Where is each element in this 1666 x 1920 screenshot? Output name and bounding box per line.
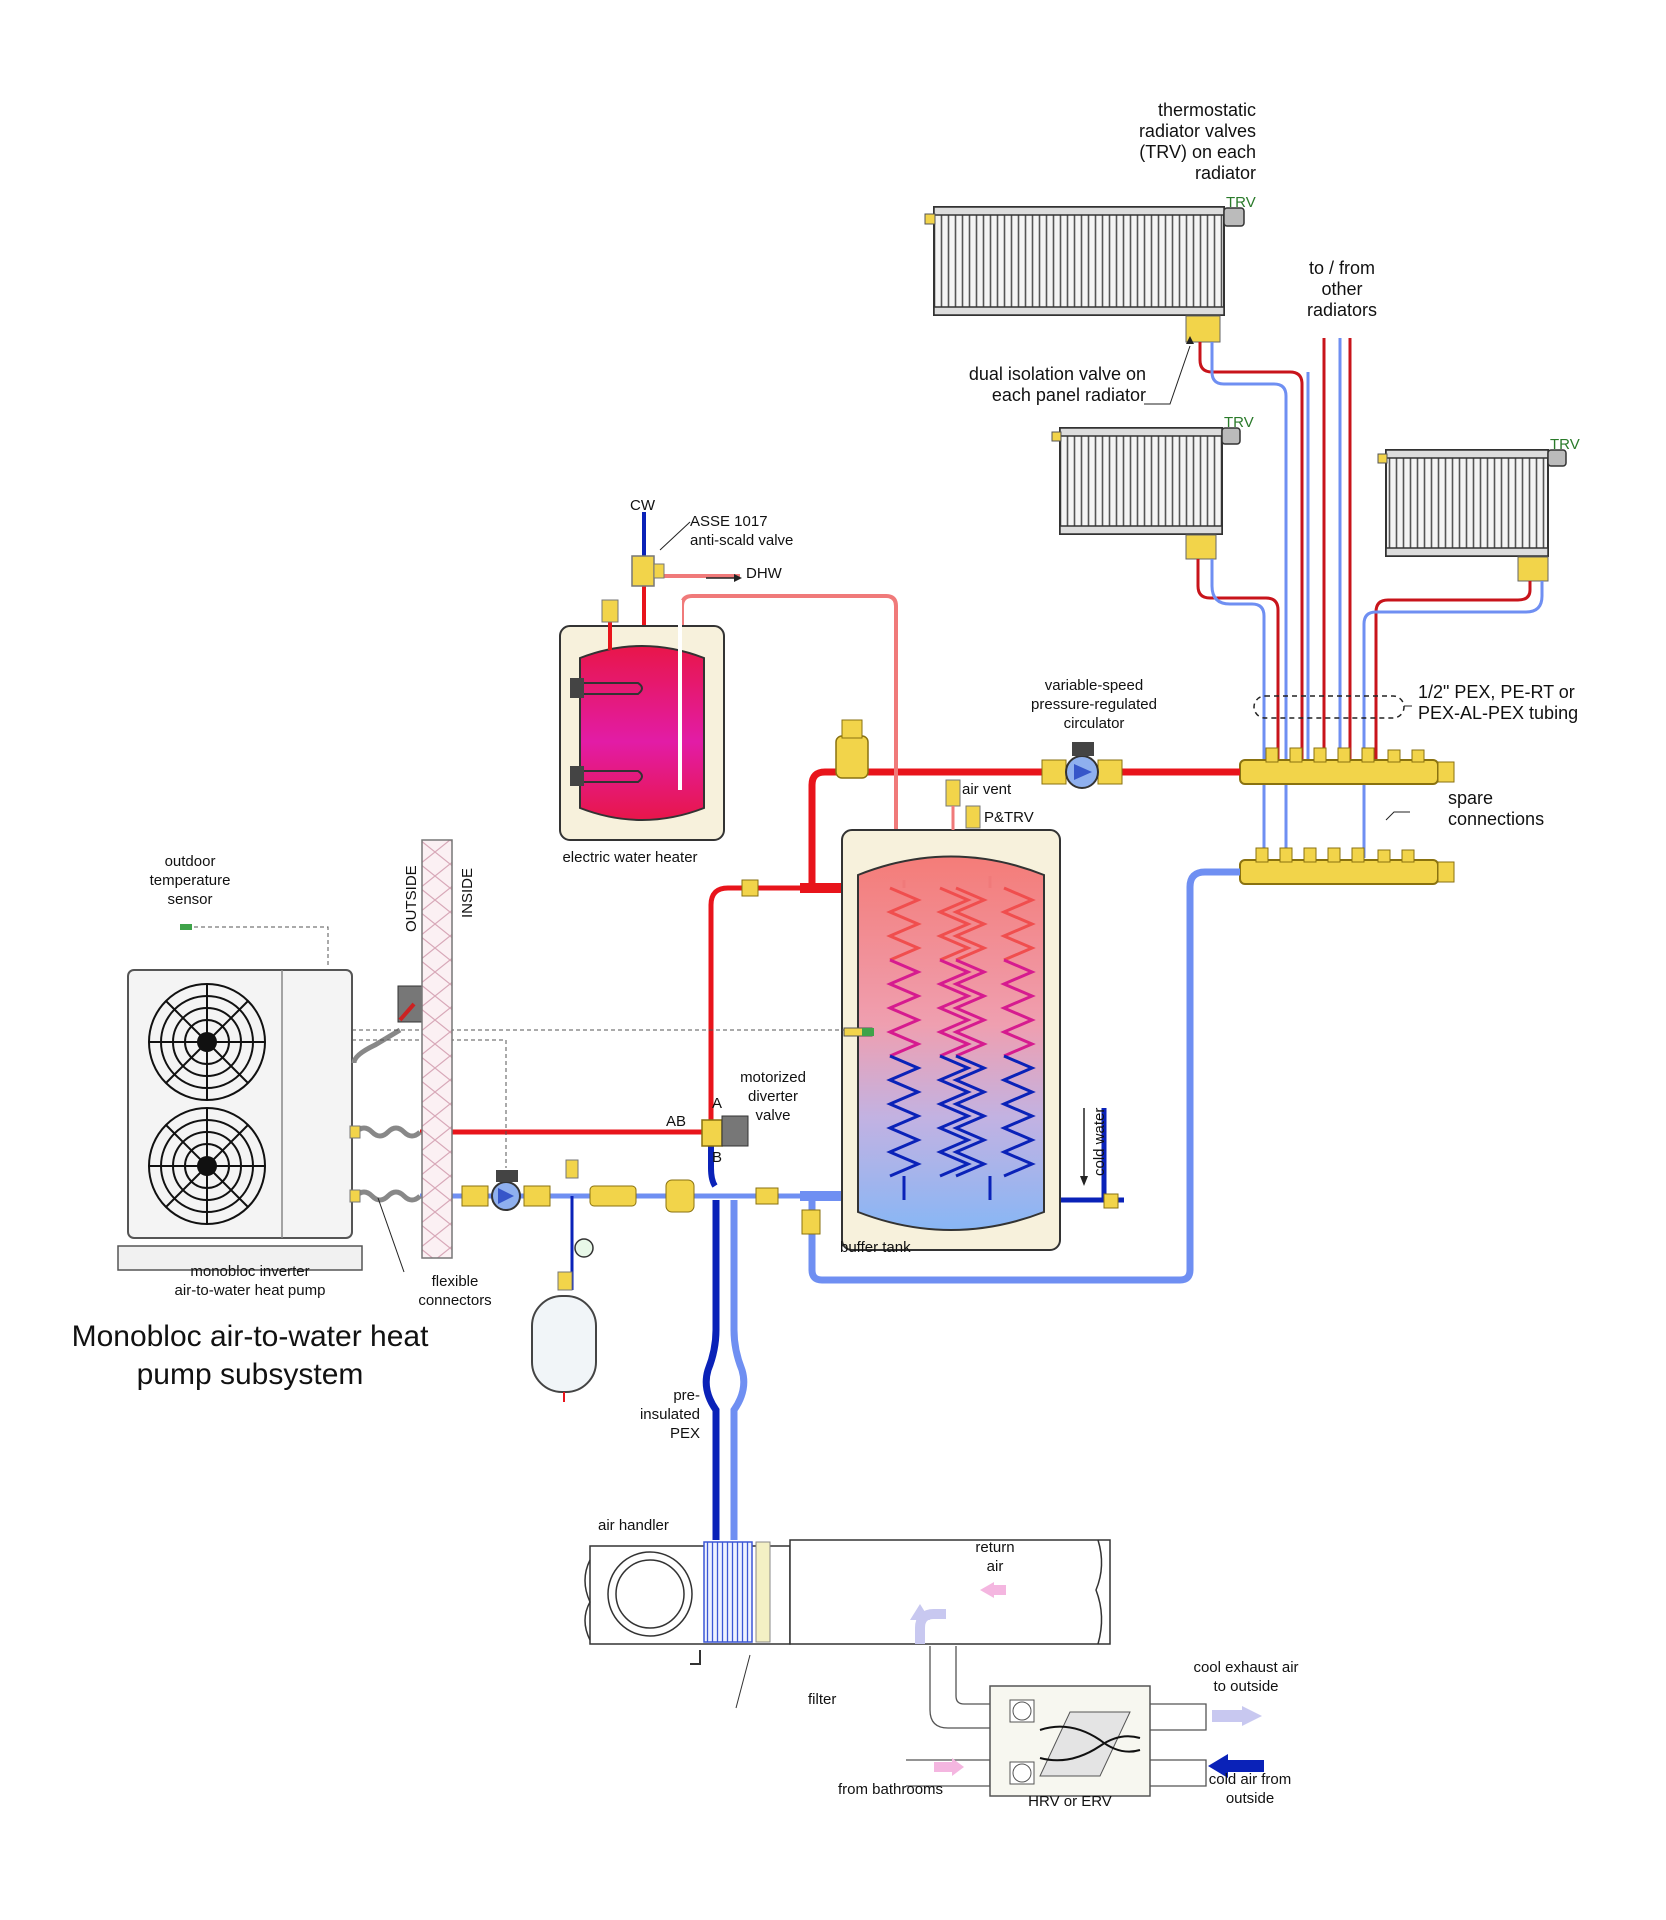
airflow-arrows	[910, 1604, 1264, 1778]
anti-scald-valve	[631, 555, 665, 587]
diverter-callout: motorized diverter valve	[740, 1069, 806, 1124]
electric-water-heater	[559, 599, 725, 841]
expansion-tank	[531, 1295, 597, 1402]
cold-water-label: cold water	[1091, 1107, 1108, 1176]
air-separator	[835, 719, 869, 779]
hydronic-coil	[703, 1541, 753, 1643]
hrv-unit	[989, 1685, 1151, 1797]
dhw-coil-line	[680, 594, 898, 888]
port-a-label: A	[712, 1095, 723, 1112]
dual-isolation-valve-top	[1185, 315, 1221, 343]
ptrv-label: P&TRV	[984, 809, 1034, 826]
radiator-right	[1377, 449, 1567, 582]
filter-label: filter	[808, 1691, 837, 1708]
outdoor-sensor-label: outdoor temperature sensor	[149, 853, 231, 908]
buffer-tank	[841, 829, 1061, 1251]
dual-isolation-callout: dual isolation valve on each panel radia…	[968, 364, 1146, 405]
radiator-middle	[1051, 427, 1241, 560]
air-handler	[584, 1539, 1111, 1645]
outdoor-sensor	[180, 924, 192, 930]
return-main	[808, 868, 1240, 1284]
heat-pump-label: monobloc inverter air-to-water heat pump	[174, 1263, 326, 1299]
cw-label: CW	[630, 497, 655, 514]
heat-pump-unit	[117, 969, 363, 1271]
from-bathrooms-label: from bathrooms	[838, 1781, 944, 1798]
buffer-tank-label: buffer tank	[840, 1239, 911, 1256]
exterior-wall	[421, 839, 453, 1259]
cold-air-label: cold air from outside	[1208, 1771, 1292, 1807]
leader-lines	[377, 345, 1412, 1273]
trv-callout: thermostatic radiator valves (TRV) on ea…	[1138, 100, 1256, 183]
asse-callout: ASSE 1017 anti-scald valve	[690, 513, 794, 549]
hrv-label: HRV or ERV	[1028, 1793, 1112, 1810]
motorized-diverter-valve	[701, 1115, 749, 1147]
air-vent	[945, 779, 961, 807]
supply-manifold	[1239, 747, 1455, 785]
return-manifold	[1239, 847, 1455, 885]
to-from-radiators: to / from other radiators	[1306, 258, 1378, 320]
radiator-top	[924, 206, 1245, 343]
page-title: Monobloc air-to-water heat pump subsyste…	[71, 1320, 429, 1391]
pex-tubing-callout: 1/2" PEX, PE-RT or PEX-AL-PEX tubing	[1418, 682, 1579, 723]
electric-heater-label: electric water heater	[562, 849, 698, 866]
air-handler-label: air handler	[598, 1517, 669, 1534]
trv-label-top: TRV	[1226, 194, 1256, 211]
trv-valve-top	[1223, 207, 1245, 227]
return-air-label: return air	[975, 1539, 1015, 1575]
radiator-piping	[1196, 338, 1544, 858]
port-ab-label: AB	[666, 1113, 687, 1130]
pre-insulated-callout: pre- insulated PEX	[639, 1387, 700, 1442]
return-line-components	[461, 1159, 779, 1291]
port-b-label: B	[712, 1149, 723, 1166]
trv-label-right: TRV	[1550, 436, 1580, 453]
outside-label: OUTSIDE	[403, 865, 420, 932]
drain-valve	[801, 1209, 821, 1235]
flexible-connectors	[354, 1125, 422, 1203]
tubing-callout	[1253, 695, 1405, 719]
circulator-callout: variable-speed pressure-regulated circul…	[1031, 677, 1157, 732]
cool-exhaust-label: cool exhaust air to outside	[1193, 1659, 1299, 1695]
supply-main	[808, 768, 1240, 888]
air-vent-label: air vent	[962, 781, 1012, 798]
air-filter	[755, 1541, 771, 1643]
inside-label: INSIDE	[459, 867, 476, 918]
spare-connections-callout: spare connections	[1448, 788, 1545, 829]
ptrv-valve	[965, 805, 981, 829]
dhw-label: DHW	[746, 565, 782, 582]
flexible-connectors-callout: flexible connectors	[418, 1273, 492, 1309]
variable-speed-circulator	[1041, 742, 1123, 789]
trv-label-middle: TRV	[1224, 414, 1254, 431]
